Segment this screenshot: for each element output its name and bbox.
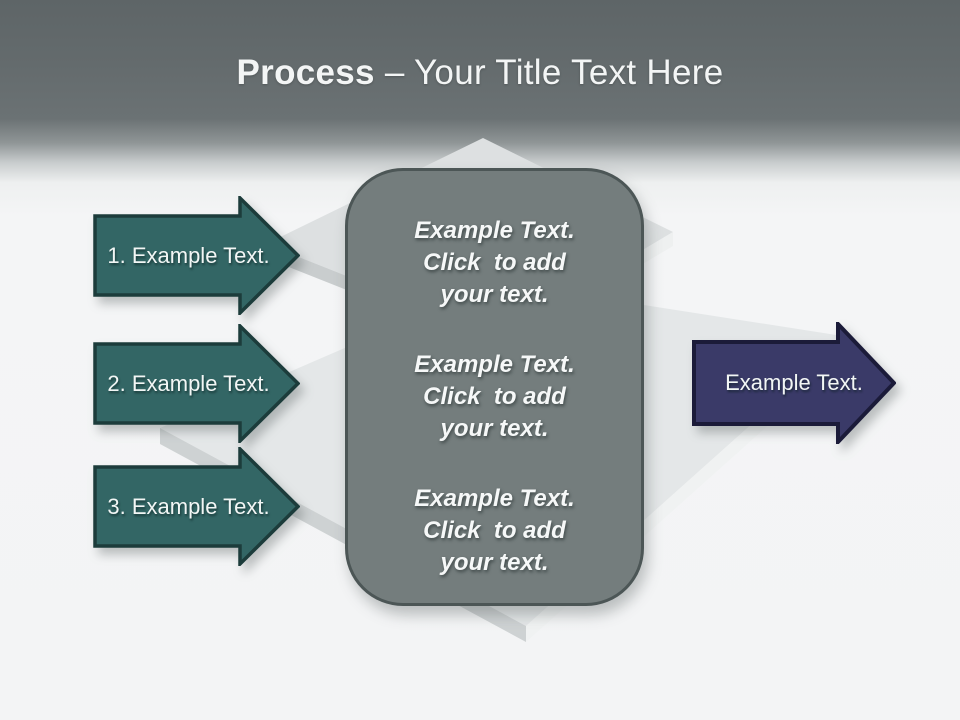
slide-title: Process – Your Title Text Here bbox=[0, 53, 960, 93]
placeholder-line: Example Text. bbox=[414, 485, 575, 512]
placeholder-line: your text. bbox=[440, 281, 549, 308]
result-arrow[interactable]: Example Text. bbox=[692, 322, 896, 444]
placeholder-line: Example Text. bbox=[414, 217, 575, 244]
arrow-shape bbox=[93, 324, 300, 443]
panel-text-placeholder-3[interactable]: Example Text. Click to add your text. bbox=[348, 483, 641, 579]
placeholder-line: Click to add bbox=[423, 517, 566, 544]
panel-text-placeholder-2[interactable]: Example Text. Click to add your text. bbox=[348, 349, 641, 445]
slide-title-subtitle: – Your Title Text Here bbox=[384, 53, 724, 92]
step-3-label: 3. Example Text. bbox=[107, 493, 270, 519]
placeholder-line: Click to add bbox=[423, 249, 566, 276]
placeholder-line: your text. bbox=[440, 549, 549, 576]
process-step-arrow-2[interactable]: 2. Example Text. bbox=[93, 324, 300, 443]
arrow-shape bbox=[93, 196, 300, 315]
process-step-arrow-3[interactable]: 3. Example Text. bbox=[93, 447, 300, 566]
placeholder-line: Example Text. bbox=[414, 351, 575, 378]
process-step-arrow-1[interactable]: 1. Example Text. bbox=[93, 196, 300, 315]
placeholder-line: your text. bbox=[440, 415, 549, 442]
center-text-panel: Example Text. Click to add your text. Ex… bbox=[345, 168, 644, 606]
step-2-label: 2. Example Text. bbox=[107, 370, 270, 396]
placeholder-line: Click to add bbox=[423, 383, 566, 410]
arrow-shape bbox=[692, 322, 896, 444]
step-1-label: 1. Example Text. bbox=[107, 242, 270, 268]
slide-title-keyword: Process bbox=[236, 53, 375, 92]
panel-text-placeholder-1[interactable]: Example Text. Click to add your text. bbox=[348, 215, 641, 311]
result-arrow-label: Example Text. bbox=[725, 370, 863, 395]
arrow-shape bbox=[93, 447, 300, 566]
